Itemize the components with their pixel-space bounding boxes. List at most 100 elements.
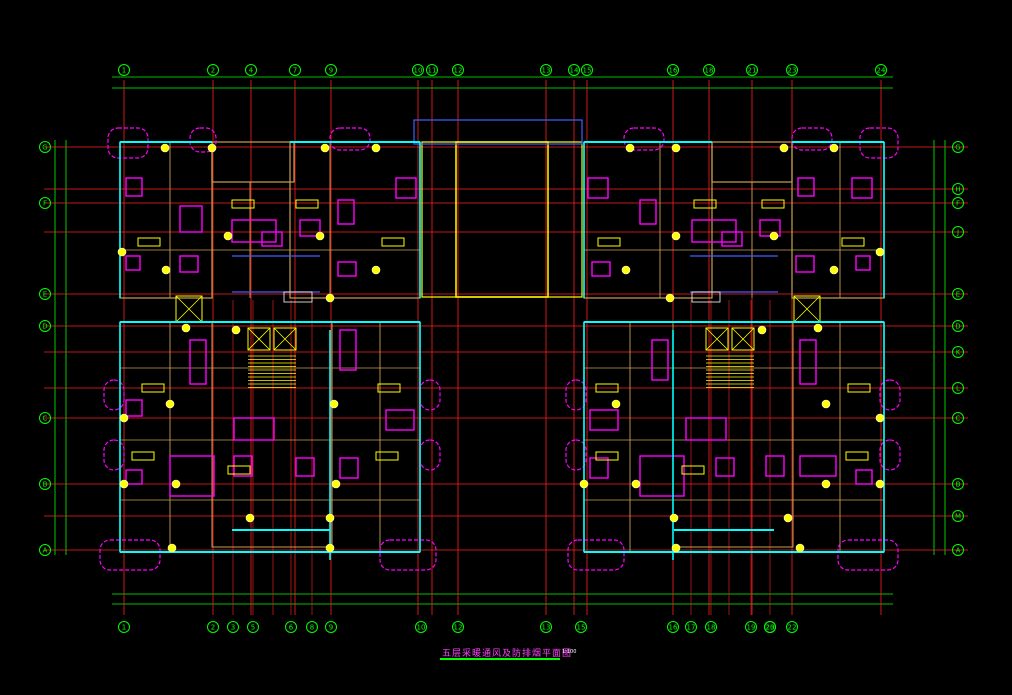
room-tag bbox=[595, 383, 619, 393]
bottom-axis-bubble: 10 bbox=[415, 621, 427, 633]
axis-bubble-label: 2 bbox=[211, 624, 215, 632]
diffuser-marker bbox=[331, 479, 341, 489]
shaft-cross bbox=[247, 327, 271, 351]
diffuser-marker bbox=[757, 325, 767, 335]
axis-bubble-label: 5 bbox=[251, 624, 255, 632]
axis-bubble-label: C bbox=[43, 415, 48, 423]
axis-bubble-circle bbox=[39, 320, 51, 332]
fixture-block bbox=[337, 199, 355, 225]
bottom-axis-bubble: 8 bbox=[306, 621, 318, 633]
title-underline bbox=[440, 658, 560, 660]
axis-bubble-circle bbox=[575, 621, 587, 633]
axis-bubble-circle bbox=[667, 64, 679, 76]
axis-bubble-circle bbox=[39, 412, 51, 424]
top-axis-bubble: 2 bbox=[207, 64, 219, 76]
balcony bbox=[837, 539, 899, 571]
axis-bubble-circle bbox=[39, 141, 51, 153]
axis-bubble-label: 12 bbox=[454, 624, 463, 632]
room-tag bbox=[295, 199, 319, 209]
top-axis-bubble: 9 bbox=[325, 64, 337, 76]
fixture-block bbox=[721, 231, 743, 247]
stair-wall bbox=[455, 141, 549, 298]
axis-bubble-label: B bbox=[956, 481, 961, 489]
shaft-box bbox=[705, 327, 729, 351]
diffuser-marker bbox=[875, 413, 885, 423]
axis-bubble-label: A bbox=[43, 547, 48, 555]
axis-bubble-circle bbox=[285, 621, 297, 633]
axis-bubble-label: 20 bbox=[766, 624, 775, 632]
diffuser-marker bbox=[371, 265, 381, 275]
top-axis-bubble: 21 bbox=[746, 64, 758, 76]
diffuser-marker bbox=[119, 413, 129, 423]
axis-bubble-label: 23 bbox=[766, 624, 775, 632]
axis-bubble-label: 10 bbox=[414, 67, 423, 75]
axis-bubble-circle bbox=[952, 478, 964, 490]
bottom-axis-bubble: 1 bbox=[118, 621, 130, 633]
right-axis-bubble: E bbox=[952, 288, 964, 300]
fixture-block bbox=[591, 261, 611, 277]
fixture-block bbox=[851, 177, 873, 199]
bottom-axis-bubble: 16 bbox=[667, 621, 679, 633]
top-axis-bubble: 11 bbox=[426, 64, 438, 76]
balcony bbox=[565, 379, 587, 411]
fixture-block bbox=[233, 417, 275, 441]
diffuser-marker bbox=[161, 265, 171, 275]
axis-bubble-label: G bbox=[42, 144, 47, 152]
fixture-block bbox=[797, 177, 815, 197]
balcony bbox=[107, 127, 149, 159]
axis-bubble-circle bbox=[247, 621, 259, 633]
axis-bubble-label: 11 bbox=[428, 67, 437, 75]
diffuser-marker bbox=[325, 513, 335, 523]
fixture-block bbox=[339, 329, 357, 371]
fixture-block bbox=[395, 177, 417, 199]
axis-bubble-label: C bbox=[956, 415, 961, 423]
axis-bubble-circle bbox=[952, 288, 964, 300]
axis-bubble-label: 13 bbox=[542, 67, 551, 75]
room-tag bbox=[375, 451, 399, 461]
axis-bubble-circle bbox=[227, 621, 239, 633]
duct-runs bbox=[119, 141, 885, 560]
room-tag bbox=[141, 383, 165, 393]
top-axis-bubble: 23 bbox=[786, 64, 798, 76]
balcony bbox=[189, 127, 217, 153]
axis-bubble-label: 12 bbox=[454, 67, 463, 75]
fixture-block bbox=[765, 455, 785, 477]
right-axis-bubble: D bbox=[952, 320, 964, 332]
axis-bubble-label: A bbox=[956, 547, 961, 555]
axis-bubble-circle bbox=[745, 621, 757, 633]
balcony bbox=[565, 439, 587, 471]
axis-bubble-label: 16 bbox=[669, 67, 678, 75]
left-axis-bubble: D bbox=[39, 320, 51, 332]
axis-bubble-circle bbox=[952, 141, 964, 153]
axis-bubble-circle bbox=[207, 621, 219, 633]
bottom-axis-bubble: 17 bbox=[685, 621, 697, 633]
top-axis-bubble: 13 bbox=[540, 64, 552, 76]
right-axis-bubble: C bbox=[952, 412, 964, 424]
axis-bubble-circle bbox=[786, 621, 798, 633]
wall-rect bbox=[791, 141, 885, 299]
shaft-cross bbox=[273, 327, 297, 351]
bottom-axis-bubble: 6 bbox=[285, 621, 297, 633]
axis-bubble-circle bbox=[875, 64, 887, 76]
fixture-block bbox=[125, 255, 141, 271]
room-tag bbox=[681, 465, 705, 475]
diffuser-marker bbox=[320, 143, 330, 153]
axis-bubble-label: 14 bbox=[570, 67, 579, 75]
diffuser-marker bbox=[671, 543, 681, 553]
axis-bubble-circle bbox=[39, 197, 51, 209]
top-axis-bubble: 24 bbox=[875, 64, 887, 76]
axis-bubble-label: D bbox=[42, 323, 47, 331]
fixture-block bbox=[799, 455, 837, 477]
axis-bubble-circle bbox=[39, 544, 51, 556]
axis-bubble-circle bbox=[207, 64, 219, 76]
diffuser-marker bbox=[325, 293, 335, 303]
axis-bubble-label: L bbox=[956, 385, 960, 393]
axis-bubble-label: 7 bbox=[293, 67, 297, 75]
left-axis-bubble: G bbox=[39, 141, 51, 153]
fixture-block bbox=[125, 399, 143, 417]
balcony bbox=[329, 127, 371, 151]
axis-bubble-label: H bbox=[955, 186, 960, 194]
axis-bubble-label: M bbox=[955, 513, 961, 521]
fixture-block bbox=[337, 261, 357, 277]
